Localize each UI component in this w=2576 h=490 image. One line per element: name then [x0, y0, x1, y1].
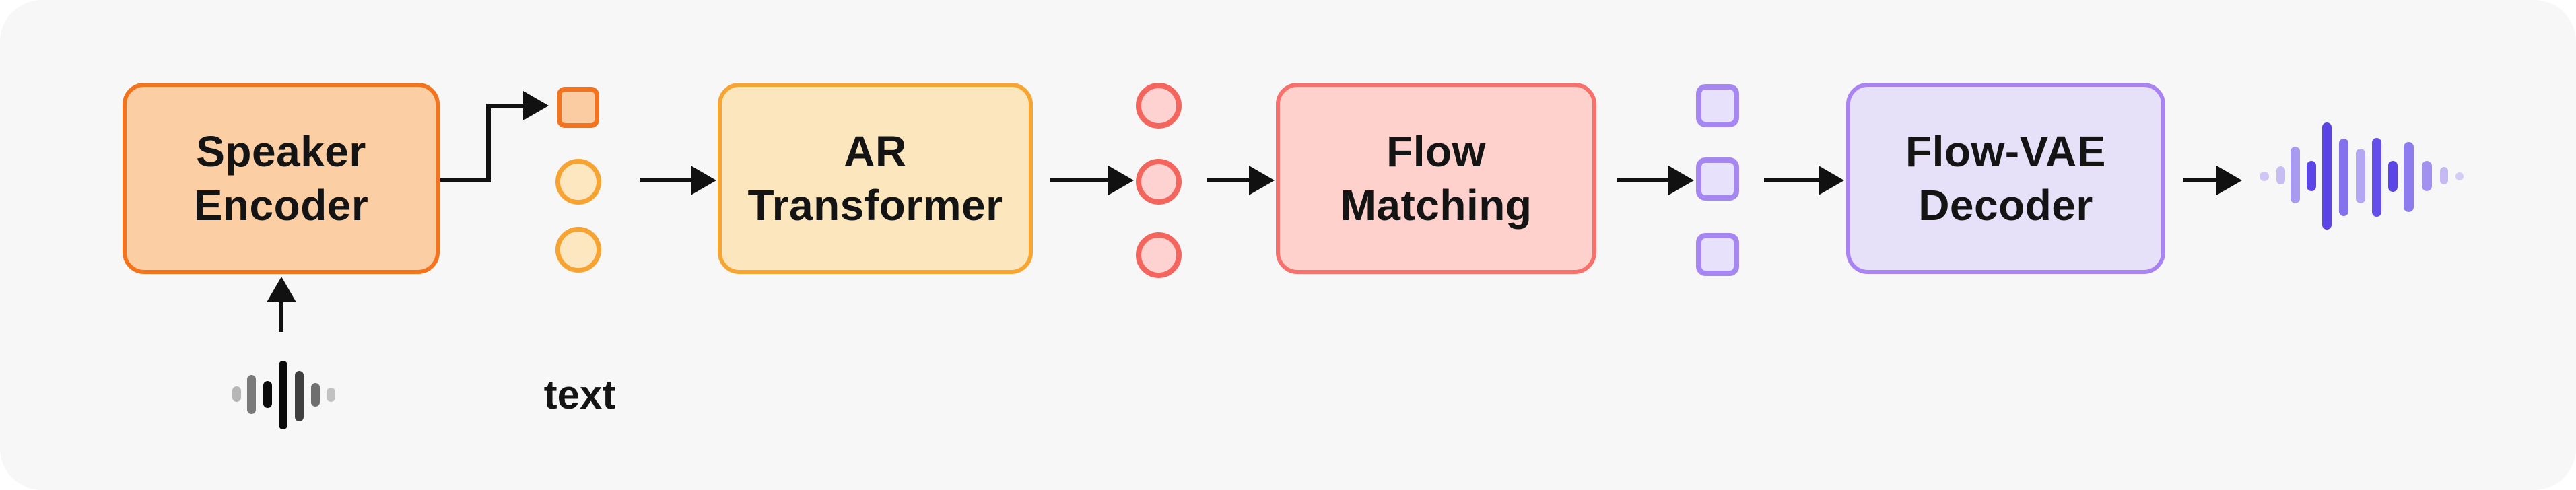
- waveform-bar: [2291, 147, 2300, 203]
- flow-latent-token-icon: [1696, 233, 1739, 276]
- text-token-icon: [555, 159, 601, 205]
- waveform-bar: [295, 371, 304, 421]
- waveform-bar: [2455, 172, 2464, 180]
- waveform-bar: [279, 361, 287, 429]
- node-speaker-encoder-label-line2: Encoder: [193, 181, 369, 230]
- waveform-bar: [2422, 161, 2432, 191]
- node-flow-matching-label-line2: Matching: [1340, 181, 1532, 230]
- waveform-bar: [2372, 138, 2381, 217]
- speaker-embedding-token-icon: [557, 87, 599, 128]
- waveform-bar: [263, 381, 272, 408]
- arrow-segment: [1764, 178, 1822, 182]
- waveform-bar: [232, 386, 241, 402]
- arrowhead-icon: [691, 166, 716, 195]
- waveform-bar: [2440, 167, 2448, 184]
- arrow-segment: [1050, 178, 1111, 182]
- arrow-segment: [2183, 178, 2220, 182]
- node-speaker-encoder: Speaker Encoder: [123, 83, 440, 274]
- node-flow-vae-decoder-label-line1: Flow-VAE: [1905, 127, 2106, 176]
- waveform-bar: [2339, 139, 2348, 216]
- arrowhead-icon: [267, 277, 296, 302]
- ar-output-token-icon: [1136, 83, 1182, 129]
- waveform-bar: [247, 375, 256, 414]
- arrow-segment: [279, 300, 283, 332]
- node-ar-transformer-label-line1: AR: [844, 127, 907, 176]
- arrowhead-icon: [1668, 166, 1694, 195]
- node-speaker-encoder-label-line1: Speaker: [196, 127, 366, 176]
- ar-output-token-icon: [1136, 232, 1182, 278]
- arrow-segment: [486, 104, 523, 108]
- ar-output-token-icon: [1136, 159, 1182, 205]
- node-flow-vae-decoder: Flow-VAE Decoder: [1846, 83, 2165, 274]
- waveform-bar: [327, 388, 335, 402]
- arrow-segment: [440, 178, 491, 182]
- arrowhead-icon: [1249, 166, 1275, 195]
- waveform-bar: [2404, 142, 2414, 212]
- arrow-segment: [486, 104, 491, 182]
- flow-latent-token-icon: [1696, 84, 1739, 127]
- arrowhead-icon: [1819, 166, 1844, 195]
- arrow-segment: [640, 178, 694, 182]
- flow-latent-token-icon: [1696, 158, 1739, 201]
- waveform-bar: [2276, 166, 2285, 184]
- waveform-bar: [2388, 161, 2398, 192]
- node-flow-vae-decoder-label-line2: Decoder: [1918, 181, 2093, 230]
- node-flow-matching-label-line1: Flow: [1386, 127, 1486, 176]
- waveform-bar: [2322, 123, 2332, 230]
- node-ar-transformer: AR Transformer: [718, 83, 1033, 274]
- text-input-label: text: [543, 372, 616, 417]
- node-ar-transformer-label-line2: Transformer: [747, 181, 1003, 230]
- arrow-segment: [1207, 178, 1252, 182]
- waveform-bar: [311, 383, 320, 407]
- arrowhead-icon: [1108, 166, 1134, 195]
- arrow-segment: [1617, 178, 1671, 182]
- waveform-bar: [2356, 149, 2365, 203]
- arrowhead-icon: [2216, 166, 2242, 195]
- node-flow-matching: Flow Matching: [1276, 83, 1596, 274]
- arrowhead-icon: [523, 91, 549, 120]
- waveform-bar: [2307, 161, 2316, 191]
- text-token-icon: [555, 227, 601, 273]
- waveform-bar: [2260, 172, 2269, 181]
